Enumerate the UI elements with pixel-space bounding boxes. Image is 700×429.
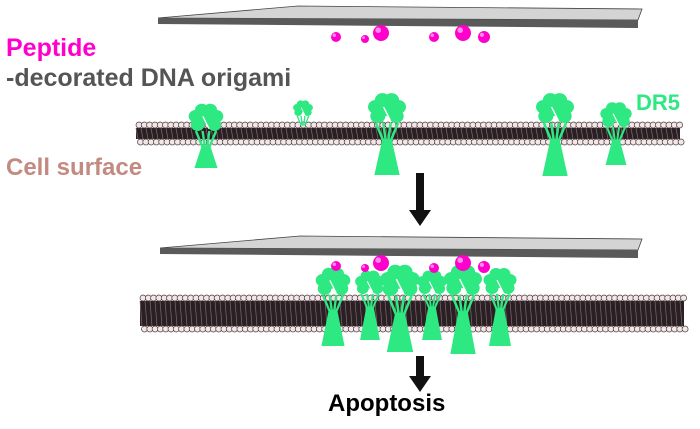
peptide-dot-icon (373, 255, 389, 271)
dr5-receptor-b2 (355, 270, 385, 340)
cell-membrane-bottom (139, 294, 689, 333)
cell-surface-label: Cell surface (6, 154, 143, 181)
dr5-receptor-b4 (417, 270, 447, 340)
origami-label: -decorated DNA origami (6, 64, 292, 92)
dna-origami-plate-bottom (159, 235, 643, 258)
peptide-dot-icon (373, 25, 389, 41)
peptide-dot-icon (361, 35, 369, 43)
dr5-receptor-4 (536, 93, 574, 176)
peptide-dot-icon (455, 25, 471, 41)
peptide-label: Peptide (6, 34, 97, 62)
peptides-top (331, 25, 490, 43)
peptide-dot-icon (361, 264, 369, 272)
peptide-dot-icon (429, 263, 439, 273)
dr5-receptor-2 (293, 100, 313, 126)
peptide-dot-icon (331, 261, 341, 271)
dr5-receptor-b5 (444, 265, 482, 354)
peptide-dot-icon (331, 32, 341, 42)
dr5-receptor-b6 (483, 268, 517, 346)
dna-origami-plate-top (157, 5, 643, 28)
down-arrow-icon (409, 173, 431, 226)
dr5-receptor-3 (368, 93, 406, 175)
dr5-label: DR5 (636, 90, 681, 115)
apoptosis-label: Apoptosis (328, 390, 446, 417)
dr5-receptor-b3 (380, 264, 420, 352)
down-arrow-icon-2 (409, 356, 431, 392)
dr5-receptor-5 (600, 102, 632, 165)
peptide-dot-icon (478, 31, 490, 43)
dr5-receptor-b1 (315, 267, 351, 346)
peptide-dot-icon (429, 32, 439, 42)
peptides-bottom (331, 255, 490, 273)
peptide-dot-icon (455, 255, 471, 271)
dr5-receptor-1 (188, 103, 224, 168)
peptide-dot-icon (478, 261, 490, 273)
